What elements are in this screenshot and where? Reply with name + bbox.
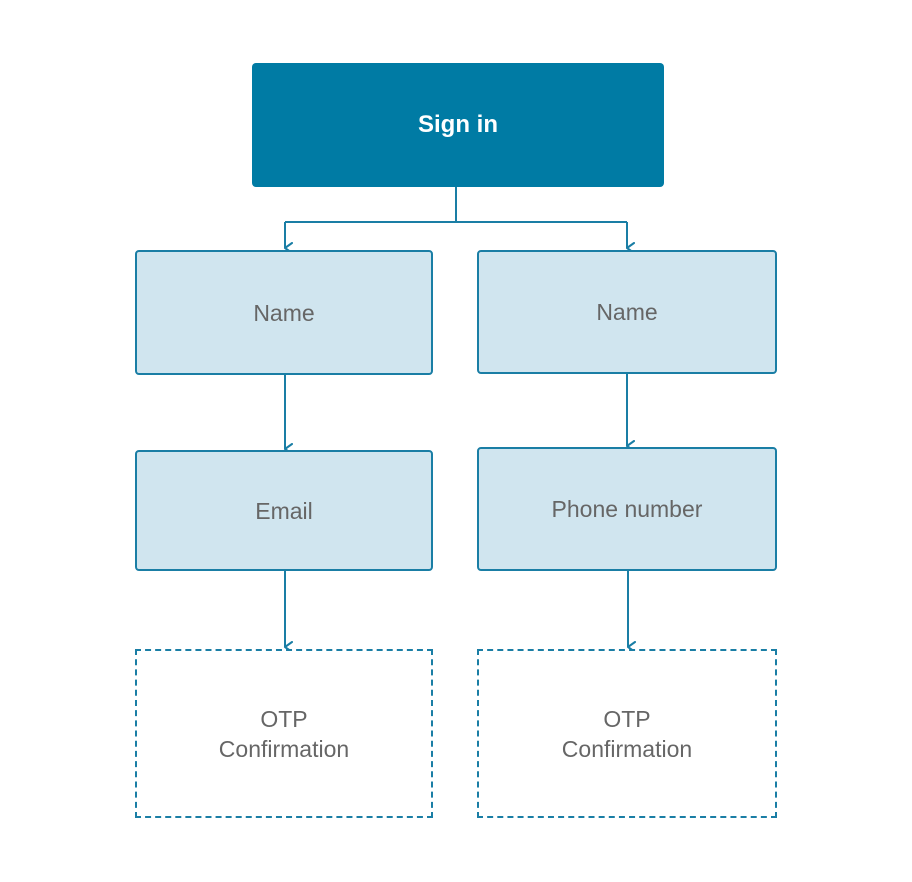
left-name-label: Name [253,299,315,326]
left-otp-confirmation-node: OTP Confirmation [135,649,433,818]
left-otp-line2: Confirmation [218,735,350,762]
right-name-label: Name [596,299,658,325]
right-otp-confirmation-node: OTP Confirmation [477,649,777,818]
email-node: Email [135,450,433,571]
right-name-node: Name [477,250,777,374]
phone-number-node: Phone number [477,447,777,571]
right-otp-line1: OTP [603,705,651,732]
left-otp-line1: OTP [260,705,308,732]
email-label: Email [255,497,313,524]
sign-in-label: Sign in [418,111,498,138]
left-otp-text: OTP Confirmation [219,704,349,764]
phone-number-label: Phone number [551,496,703,522]
right-otp-line2: Confirmation [561,735,693,762]
left-name-node: Name [135,250,433,375]
sign-in-node: Sign in [252,63,664,187]
right-otp-text: OTP Confirmation [562,704,692,764]
